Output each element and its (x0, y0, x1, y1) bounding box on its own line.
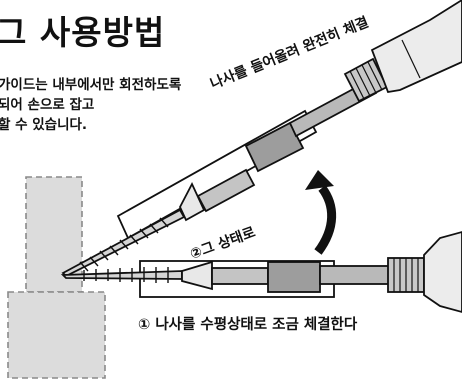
wood-blocks (7, 176, 106, 379)
horizontal-screw-head (181, 260, 213, 291)
angled-screw-head (178, 181, 206, 222)
horizontal-bit-holder (267, 261, 321, 293)
horizontal-bit (211, 267, 269, 285)
curved-arrow (305, 170, 337, 255)
horizontal-shaft (319, 265, 391, 285)
description-line-3: 할 수 있습니다. (0, 117, 88, 133)
step1-caption: ① 나사를 수평상태로 조금 체결한다 (138, 317, 358, 333)
angled-bit (196, 168, 256, 213)
angled-handle (370, 0, 462, 94)
horizontal-handle (423, 231, 462, 313)
wood-block-lower (7, 291, 106, 379)
arrow-head (305, 170, 334, 190)
horizontal-screwdriver (60, 231, 462, 313)
page-title: 그 사용방법 (0, 13, 166, 52)
angled-screwdriver (61, 0, 462, 278)
angled-bit-holder (244, 121, 305, 173)
description-line-1: 가이드는 내부에서만 회전하도록 (0, 77, 182, 93)
description-line-2: 되어 손으로 잡고 (0, 97, 95, 113)
